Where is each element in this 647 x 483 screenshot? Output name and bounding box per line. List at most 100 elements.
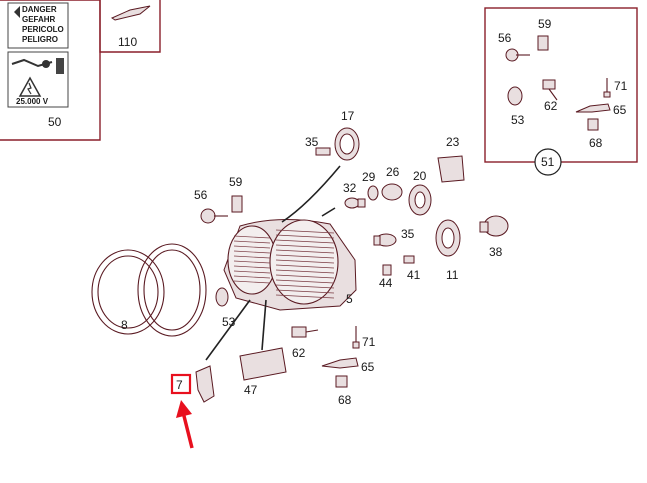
lens-hatch-line bbox=[233, 270, 271, 274]
cover-11 bbox=[435, 219, 461, 257]
bulb-35 bbox=[373, 233, 397, 247]
holder-26 bbox=[381, 183, 403, 201]
callout-56: 56 bbox=[194, 188, 208, 202]
lens-hatch-line bbox=[275, 234, 335, 239]
callout-38: 38 bbox=[489, 245, 503, 259]
callout-68-kit: 68 bbox=[589, 136, 603, 150]
bracket-59 bbox=[231, 195, 243, 213]
ballast-47 bbox=[239, 347, 287, 381]
warning-triangle-icon bbox=[14, 6, 20, 18]
callout-62: 62 bbox=[292, 346, 306, 360]
callout-71: 71 bbox=[362, 335, 376, 349]
callout-68: 68 bbox=[338, 393, 352, 407]
callout-53: 53 bbox=[222, 315, 236, 329]
mounting-kit-box: 51 56 59 71 62 65 53 68 bbox=[484, 7, 638, 176]
callout-26: 26 bbox=[386, 165, 400, 179]
seal-29 bbox=[367, 185, 379, 201]
callout-47: 47 bbox=[244, 383, 258, 397]
lens-hatch-line bbox=[275, 269, 335, 274]
red-arrow-icon bbox=[176, 400, 194, 449]
callout-7: 7 bbox=[176, 378, 183, 392]
callout-65-kit: 65 bbox=[613, 103, 627, 117]
lens-hatch-line bbox=[233, 250, 271, 254]
callout-59: 59 bbox=[229, 175, 243, 189]
lens-hatch-line bbox=[275, 249, 335, 254]
bulb-44 bbox=[382, 264, 392, 276]
kit-screw-62 bbox=[542, 79, 558, 101]
kit-pin-71 bbox=[603, 78, 611, 98]
lens-hatch-line bbox=[275, 289, 335, 294]
kit-adjuster-65 bbox=[575, 103, 611, 113]
lens-hatch-line bbox=[275, 274, 335, 279]
callout-35: 35 bbox=[401, 227, 415, 241]
leader-32 bbox=[321, 207, 336, 217]
small-part-number: 110 bbox=[118, 35, 137, 49]
lens-hatch-line bbox=[275, 279, 335, 284]
lens-hatch-line bbox=[275, 244, 335, 249]
warning-line-2: GEFAHR bbox=[22, 15, 56, 24]
small-part-box: 110 bbox=[99, 0, 161, 53]
headlamp-bezel bbox=[91, 243, 207, 337]
lens-hatch-line bbox=[275, 254, 335, 259]
callout-62-kit: 62 bbox=[544, 99, 558, 113]
lens-hatch-line bbox=[233, 255, 271, 259]
high-voltage-icon bbox=[18, 76, 42, 97]
kit-bracket-59 bbox=[537, 35, 549, 51]
callout-59-kit: 59 bbox=[538, 17, 552, 31]
callout-20: 20 bbox=[413, 169, 427, 183]
warning-line-4: PELIGRO bbox=[22, 35, 58, 44]
pin-71 bbox=[352, 326, 360, 349]
hand-bulb-warning-icon bbox=[11, 58, 64, 74]
callout-71-kit: 71 bbox=[614, 79, 628, 93]
headlamp-housing bbox=[223, 219, 357, 311]
lamp-ring-17 bbox=[334, 127, 360, 161]
bulb-41 bbox=[403, 255, 415, 264]
grommet-53 bbox=[215, 287, 229, 307]
warning-label-box: DANGER GEFAHR PERICOLO PELIGRO 25.000 V … bbox=[0, 0, 101, 141]
lens-hatch-line bbox=[233, 240, 271, 244]
lens-hatch-line bbox=[275, 284, 335, 289]
leader-17 bbox=[281, 165, 341, 223]
callout-23: 23 bbox=[446, 135, 460, 149]
clip-68 bbox=[335, 375, 348, 388]
socket-23 bbox=[437, 155, 465, 183]
bulb-35-top bbox=[315, 147, 331, 156]
lens-hatch-line bbox=[275, 259, 335, 264]
callout-35-top: 35 bbox=[305, 135, 319, 149]
kit-number: 51 bbox=[541, 155, 555, 169]
callout-53-kit: 53 bbox=[511, 113, 525, 127]
lens-hatch-line bbox=[233, 245, 271, 249]
lens-hatch-line bbox=[275, 294, 335, 299]
callout-11: 11 bbox=[446, 268, 459, 282]
voltage-text: 25.000 V bbox=[16, 97, 49, 106]
leader-47 bbox=[261, 299, 267, 351]
bulb-38 bbox=[479, 215, 509, 237]
lens-hatch-line bbox=[275, 239, 335, 244]
callout-44: 44 bbox=[379, 276, 393, 290]
callout-32: 32 bbox=[343, 181, 357, 195]
lens-hatch-line bbox=[233, 235, 271, 239]
kit-number-circle bbox=[534, 148, 562, 176]
adjuster-65 bbox=[321, 357, 359, 369]
bracket-7 bbox=[195, 365, 215, 403]
cap-20 bbox=[408, 184, 432, 216]
lens-hatch-line bbox=[275, 264, 335, 269]
callout-65: 65 bbox=[361, 360, 375, 374]
lens-hatch-line bbox=[233, 260, 271, 264]
kit-grommet-53 bbox=[507, 86, 523, 106]
leader-7 bbox=[205, 299, 251, 361]
callout-29: 29 bbox=[362, 170, 376, 184]
kit-clip-68 bbox=[587, 118, 599, 131]
bolt-56 bbox=[200, 208, 228, 224]
highlighted-part-7: 7 bbox=[170, 373, 194, 449]
bulb-32 bbox=[344, 197, 366, 209]
kit-bolt-56 bbox=[505, 48, 530, 62]
callout-17: 17 bbox=[341, 109, 355, 123]
warning-line-1: DANGER bbox=[22, 5, 57, 14]
label-set-number: 50 bbox=[48, 115, 62, 129]
screw-62 bbox=[291, 326, 319, 338]
lens-hatch-line bbox=[233, 280, 271, 284]
callout-56-kit: 56 bbox=[498, 31, 512, 45]
highlight-box bbox=[170, 373, 192, 395]
